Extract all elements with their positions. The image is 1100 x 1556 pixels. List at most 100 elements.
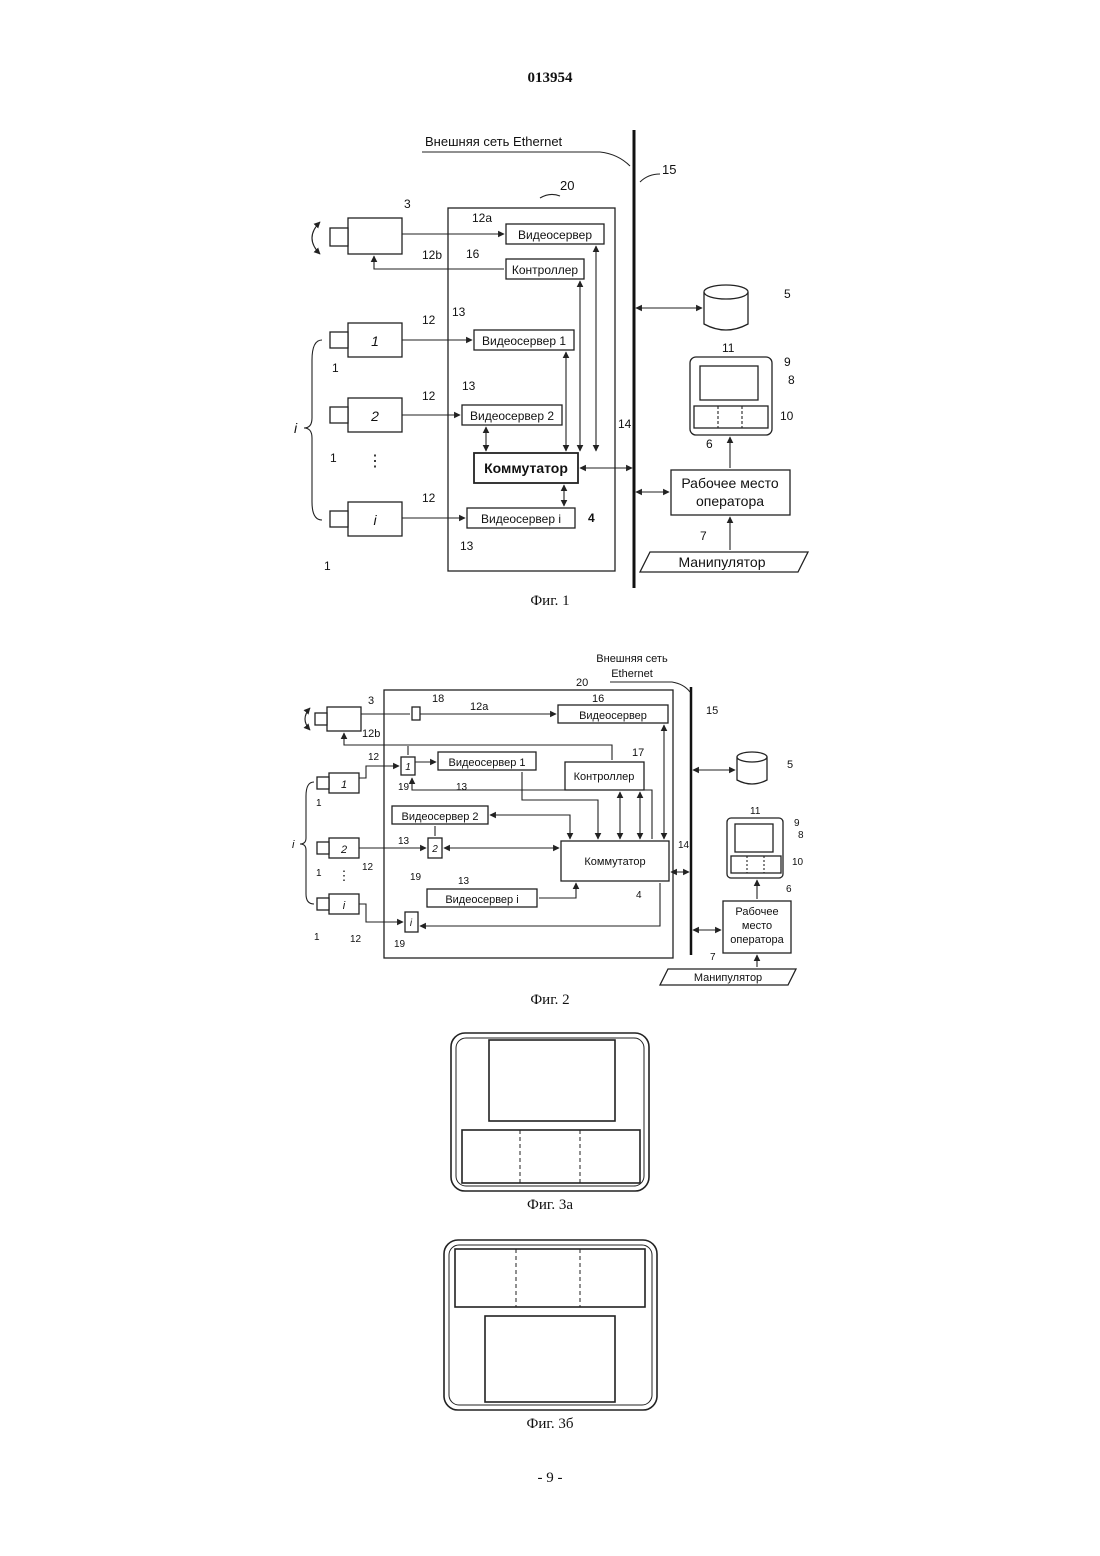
ref-1-b: 1	[316, 868, 322, 879]
fig3b-caption: Фиг. 3б	[527, 1416, 574, 1432]
ref-12b: 12b	[362, 728, 380, 740]
camera-2: 2	[317, 838, 359, 858]
ref-13-a: 13	[456, 782, 468, 793]
videoserver-i-label: Видеосервер i	[445, 894, 518, 906]
camera-2-label: 2	[370, 408, 379, 424]
camera-1-label: 1	[341, 779, 347, 791]
figure-3a: Фиг. 3а	[451, 1033, 649, 1213]
camera-ellipsis: ⋮	[367, 453, 383, 470]
ref-14: 14	[678, 840, 690, 851]
workstation-label-2: место	[742, 920, 772, 932]
ref-12-b: 12	[422, 389, 436, 403]
workstation-label-1: Рабочее место	[681, 475, 779, 491]
ref-1-c: 1	[314, 932, 320, 943]
ref-1-b: 1	[330, 451, 337, 465]
videoserver-1-label: Видеосервер 1	[449, 757, 526, 769]
ref-5: 5	[787, 759, 793, 771]
ref-11: 11	[750, 806, 761, 817]
videoserver-2-label: Видеосервер 2	[470, 409, 554, 423]
fig1-caption: Фиг. 1	[530, 593, 569, 609]
ref-12-b: 12	[362, 862, 374, 873]
controller-label: Контроллер	[512, 263, 579, 277]
ptz-camera	[348, 218, 402, 254]
main-screen	[489, 1040, 615, 1121]
switch-label: Коммутатор	[584, 856, 645, 868]
main-screen	[485, 1316, 615, 1402]
ref-12-a: 12	[368, 752, 380, 763]
workstation-label-2: оператора	[696, 493, 764, 509]
figure-1: Внешняя сеть Ethernet 15 20 3 Видеосерве…	[294, 130, 808, 609]
monitor-thumb-strip	[731, 856, 781, 873]
camera-2-label: 2	[340, 844, 347, 856]
ref-16: 16	[466, 247, 480, 261]
figure-3b: Фиг. 3б	[444, 1240, 657, 1432]
fig3a-caption: Фиг. 3а	[527, 1197, 573, 1213]
ref-8: 8	[798, 830, 804, 841]
ref-8: 8	[788, 373, 795, 387]
videoserver-2-label: Видеосервер 2	[402, 811, 479, 823]
ref-17: 17	[632, 747, 644, 759]
ref-3: 3	[368, 695, 374, 707]
group-label-i: i	[294, 420, 298, 436]
camera-i: i	[330, 502, 402, 536]
ref-9: 9	[784, 355, 791, 369]
page-number: - 9 -	[538, 1470, 563, 1486]
ethernet-label: Внешняя сеть Ethernet	[425, 134, 563, 149]
ref-12a: 12a	[470, 701, 489, 713]
ref-19-c: 19	[394, 939, 406, 950]
ref-12-c: 12	[350, 934, 362, 945]
videoserver-label: Видеосервер	[579, 710, 647, 722]
workstation-label-1: Рабочее	[735, 906, 778, 918]
splitter-2-label: 2	[431, 844, 438, 855]
ptz-lens	[330, 228, 348, 246]
ref-11: 11	[722, 341, 735, 355]
camera-2: 2	[330, 398, 402, 432]
thumbnail-strip	[462, 1130, 640, 1183]
videoserver-1-label: Видеосервер 1	[482, 334, 566, 348]
ref-15-leader	[640, 174, 660, 182]
ref-19-b: 19	[410, 872, 422, 883]
monitor-main-screen	[700, 366, 758, 400]
ref-12-c: 12	[422, 491, 436, 505]
camera-1: 1	[330, 323, 402, 357]
ref-6: 6	[706, 437, 713, 451]
ref-15: 15	[662, 162, 676, 177]
thumbnail-strip	[455, 1249, 645, 1307]
ref-13-c: 13	[458, 876, 470, 887]
camera-1: 1	[317, 773, 359, 793]
ref-3: 3	[404, 197, 411, 211]
ref-10: 10	[780, 409, 794, 423]
database-icon	[737, 752, 767, 784]
ref-13-b: 13	[398, 836, 410, 847]
manipulator-label: Манипулятор	[678, 554, 765, 570]
videoserver-label: Видеосервер	[518, 228, 592, 242]
ref-16: 16	[592, 693, 604, 705]
database-icon	[704, 285, 748, 330]
splitter-18	[412, 707, 420, 720]
ref-20-leader	[540, 194, 560, 198]
camera-1-label: 1	[371, 333, 379, 349]
ref-12a: 12a	[472, 211, 492, 225]
ref-4: 4	[588, 511, 595, 525]
ref-15: 15	[706, 705, 718, 717]
videoserver-i-label: Видеосервер i	[481, 512, 561, 526]
ethernet-leader	[422, 152, 630, 166]
group-label-i: i	[292, 839, 295, 851]
fig2-caption: Фиг. 2	[530, 992, 569, 1008]
ref-13-b: 13	[462, 379, 476, 393]
camera-i: i	[317, 894, 359, 914]
ref-1-a: 1	[316, 798, 322, 809]
monitor-thumb-strip	[694, 406, 768, 428]
ref-5: 5	[784, 287, 791, 301]
figure-2: Внешняя сеть Ethernet 15 20 3 12b 18 Вид…	[292, 653, 804, 1008]
splitter-1-label: 1	[405, 762, 411, 773]
manipulator-label: Манипулятор	[694, 972, 762, 984]
switch-label: Коммутатор	[484, 460, 568, 476]
ref-18: 18	[432, 693, 444, 705]
document-number: 013954	[528, 70, 574, 86]
ref-7: 7	[700, 529, 707, 543]
rotation-arrow-icon	[305, 708, 310, 730]
ptz-lens	[315, 713, 327, 725]
ethernet-label-1: Внешняя сеть	[596, 653, 668, 665]
